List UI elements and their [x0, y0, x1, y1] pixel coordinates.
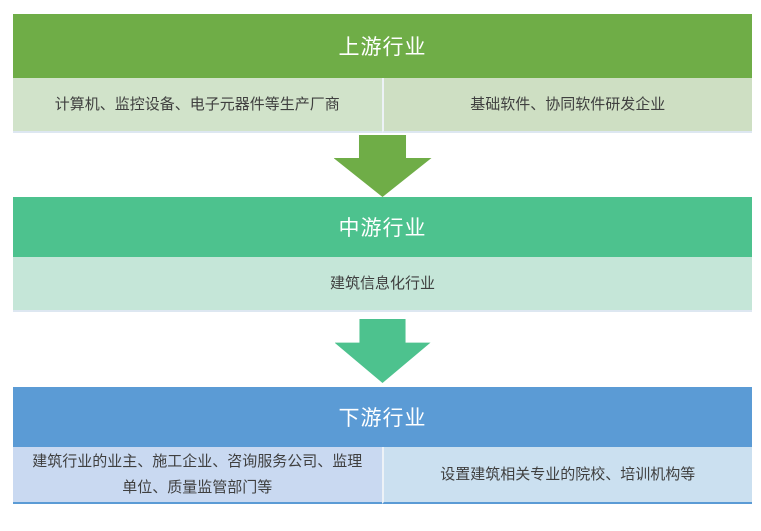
downstream-header: 下游行业 [13, 387, 752, 447]
downstream-item-schools-training: 设置建筑相关专业的院校、培训机构等 [381, 447, 752, 504]
section-downstream: 下游行业 建筑行业的业主、施工企业、咨询服务公司、监理单位、质量监管部门等 设置… [13, 387, 752, 504]
upstream-header: 上游行业 [13, 14, 752, 78]
section-midstream: 中游行业 建筑信息化行业 [13, 197, 752, 312]
industry-chain-diagram: 上游行业 计算机、监控设备、电子元器件等生产厂商 基础软件、协同软件研发企业 中… [13, 14, 752, 517]
upstream-item-hardware-manufacturers: 计算机、监控设备、电子元器件等生产厂商 [13, 78, 382, 133]
section-upstream: 上游行业 计算机、监控设备、电子元器件等生产厂商 基础软件、协同软件研发企业 [13, 14, 752, 133]
upstream-item-software-developers: 基础软件、协同软件研发企业 [381, 78, 752, 133]
upstream-row: 计算机、监控设备、电子元器件等生产厂商 基础软件、协同软件研发企业 [13, 78, 752, 133]
midstream-row: 建筑信息化行业 [13, 257, 752, 312]
down-arrow-midstream-to-downstream-icon [334, 319, 431, 383]
downstream-item-construction-clients: 建筑行业的业主、施工企业、咨询服务公司、监理单位、质量监管部门等 [13, 447, 382, 504]
downstream-row: 建筑行业的业主、施工企业、咨询服务公司、监理单位、质量监管部门等 设置建筑相关专… [13, 447, 752, 504]
midstream-item-construction-informatization: 建筑信息化行业 [13, 257, 752, 312]
down-arrow-upstream-to-midstream-icon [333, 135, 432, 197]
midstream-header: 中游行业 [13, 197, 752, 257]
